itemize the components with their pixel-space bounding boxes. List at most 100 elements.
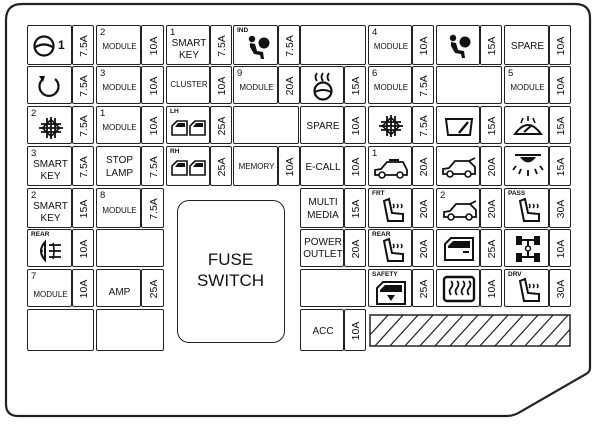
- fuse-label-line2: LAMP: [105, 168, 134, 179]
- fuse-r1c3-rating: 7.5A: [210, 25, 232, 65]
- fuse-r4c2-rating: 7.5A: [141, 146, 164, 186]
- fuse-r5c6: MULTI MEDIA: [300, 188, 344, 228]
- fuse-number: 9: [237, 68, 243, 79]
- fuse-number: 7: [31, 271, 37, 282]
- fuse-r2c1: [27, 66, 72, 104]
- seat-heater-icon: [518, 197, 540, 222]
- amp-rating: 20A: [486, 157, 498, 177]
- fuse-r5c7-rating: 20A: [412, 188, 434, 228]
- rear-wiper-icon: [444, 118, 474, 136]
- amp-rating: 30A: [555, 279, 567, 299]
- fuse-r4c3-rating: 25A: [210, 146, 232, 186]
- amp-rating: 10A: [350, 157, 362, 177]
- fuse-label: MODULE: [373, 42, 409, 51]
- fuse-r6c8: [436, 229, 480, 267]
- amp-rating: 15A: [78, 199, 90, 219]
- fuse-label-line2: MEDIA: [307, 210, 339, 221]
- amp-rating: 20A: [350, 239, 362, 259]
- fuse-r3c7-rating: 7.5A: [412, 106, 434, 144]
- amp-rating: 30A: [555, 199, 567, 219]
- fuse-r5c2: 8 MODULE: [96, 188, 141, 228]
- airbag-icon: [449, 34, 471, 58]
- seat-heater-icon: [382, 197, 404, 222]
- fuse-r4c8: [436, 146, 480, 186]
- sunroof-car-icon: [374, 159, 408, 179]
- fuse-tag: REAR: [31, 231, 50, 238]
- fuse-r3c8: [436, 106, 480, 144]
- amp-rating: 15A: [555, 157, 567, 177]
- fuse-r1c2: 2 MODULE: [96, 25, 141, 65]
- amp-rating: 10A: [350, 321, 362, 341]
- fuse-r3c9-rating: 15A: [549, 106, 571, 144]
- fuse-r7c2-rating: 25A: [141, 269, 164, 307]
- fuse-switch[interactable]: FUSE SWITCH: [177, 200, 285, 343]
- fuse-number: 1: [100, 108, 106, 119]
- amp-rating: 15A: [350, 76, 362, 96]
- fuse-r5c6-rating: 15A: [344, 188, 366, 228]
- amp-rating: 10A: [555, 239, 567, 259]
- fuse-number: 6: [372, 68, 378, 79]
- fuse-r6c1-rating: 10A: [72, 229, 94, 267]
- fuse-label: MODULE: [102, 123, 137, 132]
- seat-heater-icon: [382, 237, 404, 262]
- amp-rating: 7.5A: [78, 156, 90, 178]
- fuse-tag: LH: [170, 108, 179, 115]
- amp-rating: 20A: [486, 199, 498, 219]
- amp-rating: 7.5A: [284, 35, 296, 57]
- fuse-number: 4: [372, 27, 378, 38]
- fuse-number: 3: [31, 148, 37, 159]
- fuse-label: SPARE: [510, 41, 545, 52]
- steering-wheel-icon: [33, 35, 55, 57]
- fuse-number: 1: [58, 38, 65, 52]
- hatched-blank-area: [369, 314, 571, 347]
- fuse-r6c6: POWER OUTLET: [300, 229, 344, 267]
- fuse-label-line2: KEY: [178, 50, 199, 61]
- heated-steering-wheel-icon: [313, 72, 333, 101]
- amp-rating: 10A: [486, 279, 498, 299]
- fuse-r1c1: 1: [27, 25, 72, 65]
- amp-rating: 25A: [216, 157, 228, 177]
- fuse-r4c6-rating: 10A: [344, 146, 366, 186]
- fuse-r6c6-rating: 20A: [344, 229, 366, 267]
- fuse-number: 2: [31, 108, 37, 119]
- fuse-r2c3: CLUSTER: [166, 66, 210, 104]
- fuse-r3c7: [368, 106, 412, 144]
- fuse-r3c6-rating: 10A: [344, 106, 366, 144]
- fuse-r4c7-rating: 20A: [412, 146, 434, 186]
- fuse-number: 3: [100, 68, 106, 79]
- amp-rating: 7.5A: [78, 35, 90, 57]
- defroster-icon: [39, 117, 63, 139]
- fuse-r7c2: AMP: [96, 269, 141, 307]
- amp-rating: 15A: [486, 116, 498, 136]
- fuse-r8c6: ACC: [300, 309, 344, 351]
- fuse-r4c8-rating: 20A: [480, 146, 502, 186]
- fuse-label: MODULE: [102, 206, 137, 215]
- fuse-switch-line2: SWITCH: [196, 271, 265, 290]
- seat-heater-icon: [518, 277, 540, 302]
- fuse-label: MODULE: [102, 42, 137, 51]
- fuse-r2c4-rating: 20A: [278, 66, 300, 104]
- fuse-r7c9: DRV: [504, 269, 549, 307]
- rear-defroster-icon: [442, 275, 476, 303]
- amp-rating: 25A: [147, 279, 160, 299]
- amp-rating: 7.5A: [418, 75, 430, 97]
- amp-rating: 7.5A: [78, 115, 90, 137]
- amp-rating: 7.5A: [147, 198, 160, 220]
- washer-icon: [513, 116, 543, 135]
- fuse-r7c1-rating: 10A: [72, 269, 94, 307]
- fuse-r5c8-rating: 20A: [480, 188, 502, 228]
- fuse-r3c1: 2: [27, 106, 72, 144]
- amp-rating: 10A: [418, 36, 430, 56]
- fuse-r4c7: 1: [368, 146, 412, 186]
- fuse-r7c7-rating: 25A: [412, 269, 434, 307]
- fuse-r2c7-rating: 7.5A: [412, 66, 434, 104]
- fuse-label: AMP: [108, 287, 131, 298]
- fuse-r4c2: STOP LAMP: [96, 146, 141, 186]
- fuse-r7c8: [436, 269, 480, 307]
- amp-rating: 25A: [418, 279, 430, 299]
- fuse-tag: PASS: [508, 190, 526, 197]
- fuse-label: MODULE: [239, 83, 274, 92]
- fuse-label-line1: POWER: [304, 237, 342, 248]
- fuse-r2c7: 6 MODULE: [368, 66, 412, 104]
- fuse-r1c4: IND: [233, 25, 278, 65]
